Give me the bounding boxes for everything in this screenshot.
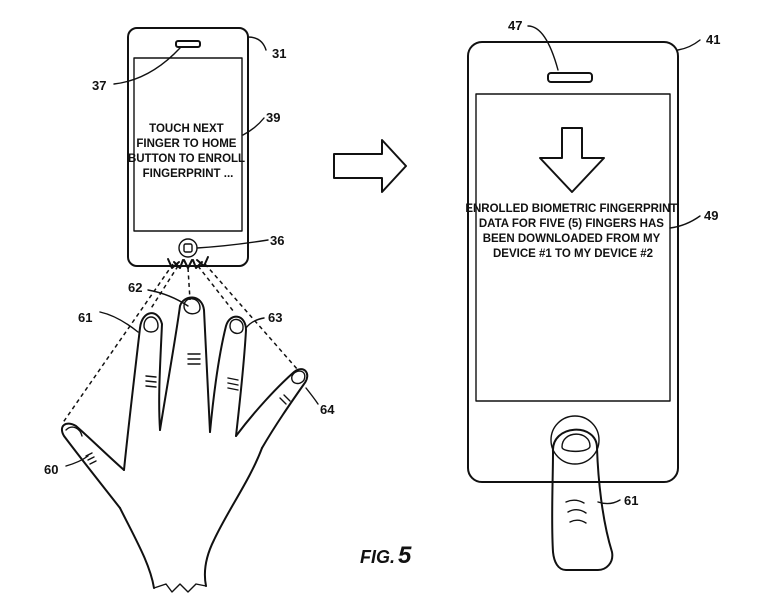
thumb-knuckle-lines [85, 452, 97, 465]
phone-2-screen [475, 93, 671, 402]
phone-2-home-button [550, 415, 600, 465]
palm-right-edge [204, 447, 263, 587]
phone-device-1: TOUCH NEXT FINGER TO HOME BUTTON TO ENRO… [127, 27, 249, 267]
scan-line-pinky [204, 263, 299, 371]
leader-64 [305, 387, 319, 405]
leader-61-right [597, 499, 621, 505]
leader-36 [196, 239, 269, 249]
finger-outline [551, 428, 614, 571]
pinky-outline [235, 368, 309, 449]
middle-finger-outline [159, 296, 211, 433]
ref-63: 63 [268, 310, 282, 325]
ref-64: 64 [320, 402, 335, 417]
pinky-fingernail [291, 370, 306, 385]
ref-60: 60 [44, 462, 58, 477]
phone-device-2: ENROLLED BIOMETRIC FINGERPRINT DATA FOR … [465, 41, 680, 483]
leader-39 [242, 117, 265, 136]
leader-49 [669, 215, 701, 229]
scan-arrowhead-2 [173, 259, 184, 269]
download-arrow-icon [539, 127, 605, 193]
scan-lines [61, 256, 299, 425]
scan-line-ring [197, 265, 235, 313]
leader-31 [247, 36, 267, 51]
ref-31: 31 [272, 46, 286, 61]
leader-63 [245, 317, 265, 329]
ref-61-right: 61 [624, 493, 638, 508]
middle-knuckle-lines [187, 353, 201, 365]
wrist-cut-edge [153, 583, 207, 593]
scan-line-index [149, 265, 179, 311]
transfer-arrow [333, 139, 407, 193]
ref-39: 39 [266, 110, 280, 125]
leader-62 [147, 289, 189, 307]
ref-49: 49 [704, 208, 718, 223]
ref-47: 47 [508, 18, 522, 33]
scan-arrowhead-1 [167, 258, 180, 269]
thumb-outline [60, 422, 125, 509]
ref-61-left: 61 [78, 310, 92, 325]
phone-1-home-button-icon [183, 243, 193, 253]
phone-2-body [467, 41, 679, 483]
ring-knuckle-lines [227, 377, 239, 391]
phone-1-speaker [175, 40, 201, 48]
index-knuckle-lines [145, 375, 157, 388]
leader-60 [65, 455, 89, 467]
knuckle-line-2 [567, 509, 587, 514]
hand [60, 296, 309, 593]
index-fingernail [143, 316, 159, 333]
leader-41 [677, 39, 701, 51]
ring-fingernail [229, 318, 244, 335]
fingernail [561, 433, 591, 453]
ref-41: 41 [706, 32, 720, 47]
finger-on-phone-2 [551, 428, 614, 571]
leader-37 [113, 47, 181, 85]
thumb-nail [65, 426, 83, 437]
ring-finger-outline [209, 315, 247, 437]
phone-1-screen [133, 57, 243, 232]
scan-arrowhead-5 [196, 256, 209, 267]
phone-1-screen-message: TOUCH NEXT FINGER TO HOME BUTTON TO ENRO… [128, 123, 248, 180]
scan-line-thumb [61, 263, 174, 425]
scan-line-middle [187, 267, 191, 301]
leader-47 [527, 25, 559, 71]
palm-left-edge [119, 507, 155, 589]
knuckle-line-1 [565, 499, 585, 504]
knuckle-line-3 [569, 519, 587, 524]
ref-36: 36 [270, 233, 284, 248]
middle-fingernail [183, 298, 201, 315]
phone-2-screen-message: ENROLLED BIOMETRIC FINGERPRINT DATA FOR … [465, 203, 680, 260]
phone-2-speaker [547, 72, 593, 83]
leader-61-left [99, 311, 139, 333]
pinky-knuckle-lines [279, 394, 291, 405]
phone-1-home-button [178, 238, 198, 258]
ref-62: 62 [128, 280, 142, 295]
scan-arrowhead-3 [183, 259, 193, 269]
ref-37: 37 [92, 78, 106, 93]
figure-label: FIG.5 [360, 542, 412, 569]
index-finger-outline [123, 312, 163, 471]
